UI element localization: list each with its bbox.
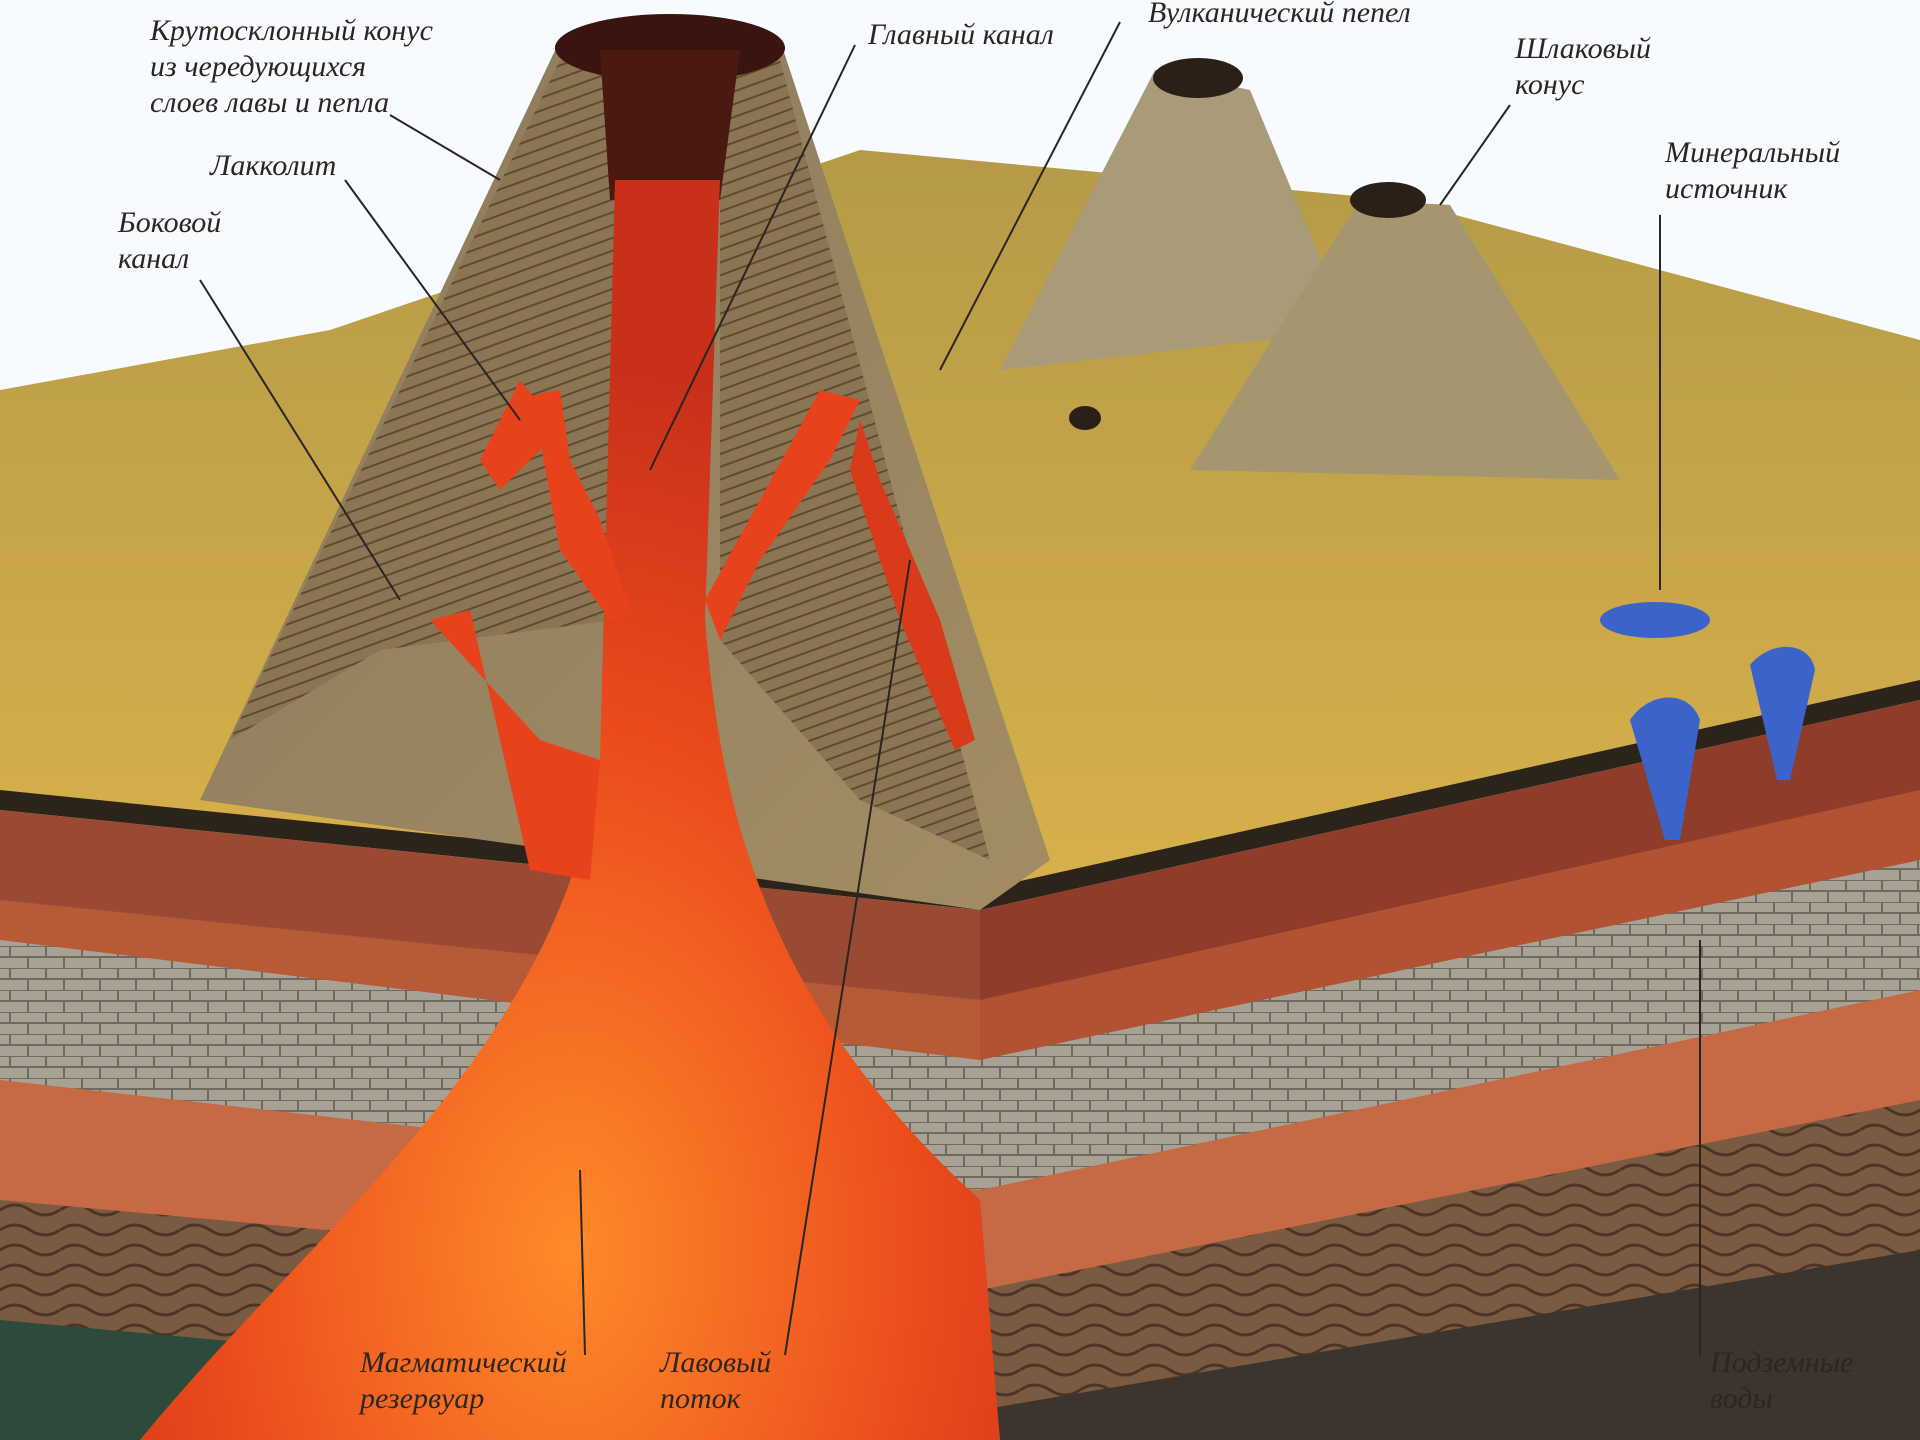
label-main-channel: Главный канал <box>867 18 1054 51</box>
label-ash: Вулканический пепел <box>1148 0 1411 29</box>
label-laccolith: Лакколит <box>209 149 336 182</box>
